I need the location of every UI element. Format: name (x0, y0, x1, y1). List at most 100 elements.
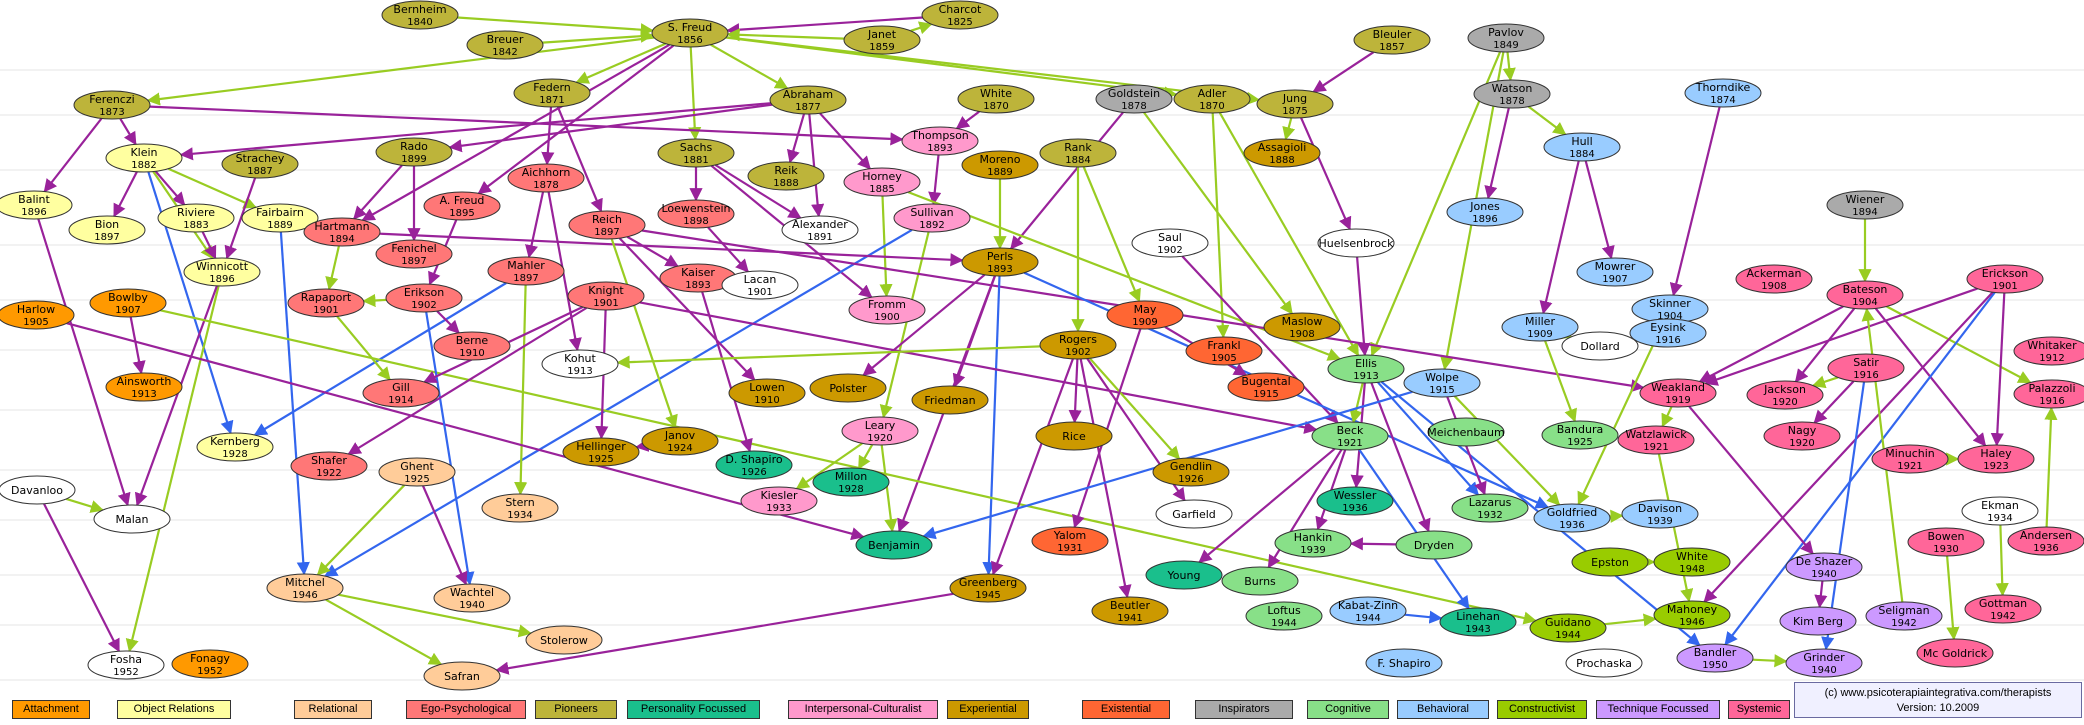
node-year: 1925 (1567, 437, 1592, 448)
node-ellipse (1221, 566, 1299, 596)
node-name: White (980, 87, 1012, 100)
node-name: Eysink (1650, 321, 1686, 334)
node-year: 1936 (1342, 503, 1367, 514)
node-year: 1888 (773, 178, 798, 189)
node-name: Fosha (110, 653, 142, 666)
node-ellipse (1576, 257, 1654, 287)
node-ellipse (183, 257, 261, 287)
node-year: 1897 (401, 256, 426, 267)
node-name: Whitaker (2027, 339, 2077, 352)
node-garfield: Garfield (1155, 499, 1233, 529)
node-year: 1884 (1065, 155, 1090, 166)
node-name: Perls (987, 250, 1014, 263)
node-name: Kohut (564, 352, 596, 365)
node-name: Rogers (1059, 333, 1097, 346)
node-ellipse (657, 199, 735, 229)
node-name: Linehan (1456, 610, 1500, 623)
legend-technique-focussed: Technique Focussed (1596, 700, 1720, 719)
edge-satir-nagy (1813, 380, 1855, 424)
node-ellipse (381, 0, 459, 30)
legend-constructivist: Constructivist (1497, 700, 1587, 719)
node-year: 1878 (1121, 101, 1146, 112)
node-name: Bandura (1557, 423, 1603, 436)
legend-existential: Existential (1082, 700, 1170, 719)
node-year: 1888 (1269, 155, 1294, 166)
node-year: 1908 (1289, 329, 1314, 340)
node-year: 1922 (316, 468, 341, 479)
node-name: Winnicott (196, 260, 249, 273)
node-ellipse (1629, 318, 1707, 348)
edge-abraham-reik (786, 113, 806, 164)
legend-personality-focussed: Personality Focussed (627, 700, 760, 719)
node-name: Hull (1571, 135, 1592, 148)
edge-harlow-benjamin (66, 322, 865, 541)
node-name: Beck (1337, 424, 1364, 437)
node-ellipse (1785, 648, 1863, 678)
node-ellipse (157, 203, 235, 233)
edge-balint-malan (37, 218, 131, 507)
edge-abraham-klein (179, 102, 772, 161)
node-name: Watzlawick (1625, 428, 1687, 441)
node-year: 1912 (2039, 353, 2064, 364)
edge-bowen-mcgoldrick (1946, 555, 1960, 641)
node-name: Gottman (1979, 597, 2027, 610)
node-year: 1920 (1789, 438, 1814, 449)
node-ellipse (385, 283, 463, 313)
edge-freud-hartmann (361, 43, 670, 222)
node-year: 1905 (1211, 353, 1236, 364)
node-ellipse (1317, 228, 1395, 258)
node-ellipse (641, 426, 719, 456)
node-name: Kabat-Zinn (1338, 599, 1398, 612)
node-name: Bateson (1843, 283, 1888, 296)
node-ellipse (1763, 421, 1841, 451)
edge-abraham-alexander (808, 113, 825, 218)
node-kimberg: Kim Berg (1779, 606, 1857, 636)
node-name: Safran (444, 670, 480, 683)
node-year: 1950 (1702, 660, 1727, 671)
node-ellipse (196, 432, 274, 462)
node-name: Stolerow (540, 634, 588, 647)
node-benjamin: Benjamin (855, 530, 933, 560)
node-ellipse (657, 138, 735, 168)
edge-satir-grinder (1821, 381, 1866, 651)
node-ellipse (1243, 138, 1321, 168)
edge-deshazer-kimberg (1814, 580, 1828, 609)
edge-weakland-deshazer (1688, 405, 1814, 555)
node-name: Davanloo (11, 484, 63, 497)
node-year: 1921 (1643, 442, 1668, 453)
node-ellipse (541, 349, 619, 379)
node-name: F. Shapiro (1377, 657, 1431, 670)
node-name: Ekman (1981, 499, 2019, 512)
node-ellipse (812, 467, 890, 497)
node-name: Adler (1198, 87, 1227, 100)
legend-behavioral: Behavioral (1397, 700, 1489, 719)
edge-ellis-lazarus (1377, 381, 1479, 496)
node-ellipse (1145, 560, 1223, 590)
node-ellipse (1565, 648, 1643, 678)
node-ellipse (715, 450, 793, 480)
node-ellipse (1227, 372, 1305, 402)
node-year: 1893 (685, 280, 710, 291)
node-ellipse (855, 530, 933, 560)
node-year: 1924 (667, 443, 692, 454)
